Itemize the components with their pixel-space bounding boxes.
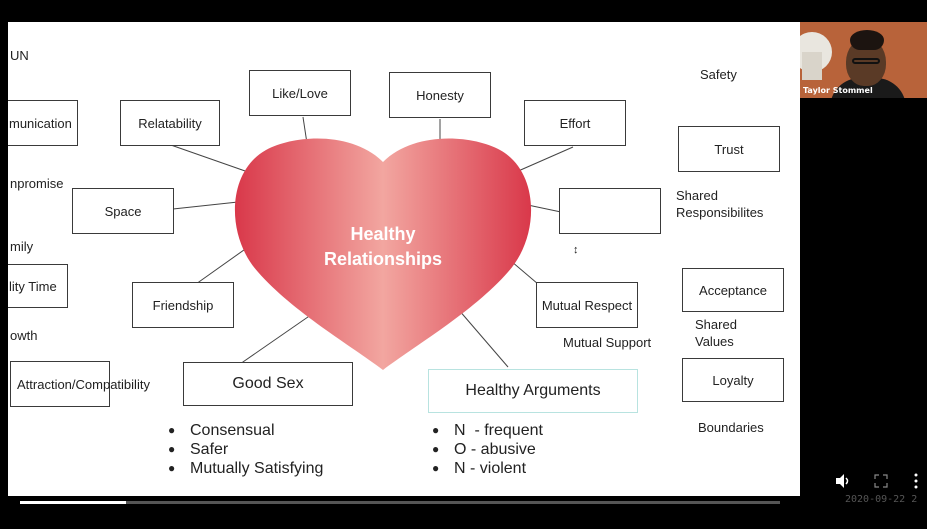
box-empty — [559, 188, 661, 234]
label-fun: UN — [10, 48, 29, 63]
lamp-base-shape — [802, 52, 822, 80]
heart-title-line2: Relationships — [324, 249, 442, 269]
label-shared-responsibilities-2: Responsibilites — [676, 205, 764, 220]
label-mutual-support: Mutual Support — [563, 335, 652, 350]
glasses-icon — [852, 58, 880, 64]
bullet-icon: ● — [168, 461, 176, 475]
heart-title-line1: Healthy — [350, 224, 415, 244]
box-honesty: Honesty — [389, 72, 491, 118]
label-shared-values-2: Values — [695, 334, 734, 349]
bullet-icon: ● — [432, 461, 440, 475]
box-friendship: Friendship — [132, 282, 234, 328]
mind-map-canvas: Healthy Relationships — [167, 116, 574, 370]
label-growth: owth — [10, 328, 38, 343]
box-like-love: Like/Love — [249, 70, 351, 116]
box-good-sex: Good Sex — [183, 362, 353, 406]
box-attraction: Attraction/Compatibility — [10, 361, 150, 407]
participant-shoulders — [830, 78, 906, 98]
arguments-bullet-list: ●N - frequent ●O - abusive ●N - violent — [432, 421, 543, 478]
good-sex-bullet-list: ●Consensual ●Safer ●Mutually Satisfying — [168, 421, 323, 478]
participant-hair — [850, 30, 884, 50]
volume-icon[interactable] — [834, 472, 852, 490]
bullet-icon: ● — [168, 442, 176, 456]
label-shared-values-1: Shared — [695, 317, 737, 332]
progress-fill — [20, 501, 127, 504]
box-mutual-respect: Mutual Respect — [536, 282, 638, 328]
label-family: mily — [10, 239, 34, 254]
bullet-item: ●Mutually Satisfying — [168, 460, 324, 477]
box-space: Space — [72, 188, 174, 234]
box-healthy-arguments: Healthy Arguments — [428, 369, 638, 413]
label-safety: Safety — [700, 67, 737, 82]
box-relatability: Relatability — [120, 100, 220, 146]
bullet-item: ●Consensual — [168, 422, 275, 439]
participant-name: Taylor Stommel — [803, 86, 873, 95]
cursor-icon: ↕ — [573, 244, 579, 256]
progress-bar[interactable] — [20, 501, 780, 504]
recording-timestamp: 2020-09-22 2 — [845, 494, 918, 505]
bullet-item: ●Safer — [168, 441, 229, 458]
more-options-icon[interactable] — [913, 473, 919, 489]
label-shared-responsibilities-1: Shared — [676, 188, 718, 203]
box-trust: Trust — [678, 126, 780, 172]
box-effort: Effort — [524, 100, 626, 146]
play-icon[interactable] — [20, 474, 34, 488]
participant-video[interactable]: Taylor Stommel — [800, 22, 927, 98]
label-compromise: npromise — [10, 176, 64, 191]
label-boundaries: Boundaries — [698, 420, 764, 435]
heart-shape — [234, 138, 532, 370]
bullet-icon: ● — [168, 423, 176, 437]
bullet-item: ●N - violent — [432, 460, 527, 477]
player-controls: 12:45 / 1:31:45 2020-09-22 2 — [0, 460, 927, 529]
bullet-item: ●O - abusive — [432, 441, 536, 458]
slide: Healthy Relationships UN munication npro… — [8, 22, 800, 496]
fullscreen-icon[interactable] — [874, 474, 888, 488]
bullet-icon: ● — [432, 442, 440, 456]
bullet-icon: ● — [432, 423, 440, 437]
bullet-item: ●N - frequent — [432, 422, 543, 439]
box-quality-time: lity Time — [8, 264, 68, 308]
time-readout: 12:45 / 1:31:45 — [46, 475, 115, 486]
box-acceptance: Acceptance — [682, 268, 784, 312]
box-communication: munication — [8, 100, 78, 146]
box-loyalty: Loyalty — [682, 358, 784, 402]
